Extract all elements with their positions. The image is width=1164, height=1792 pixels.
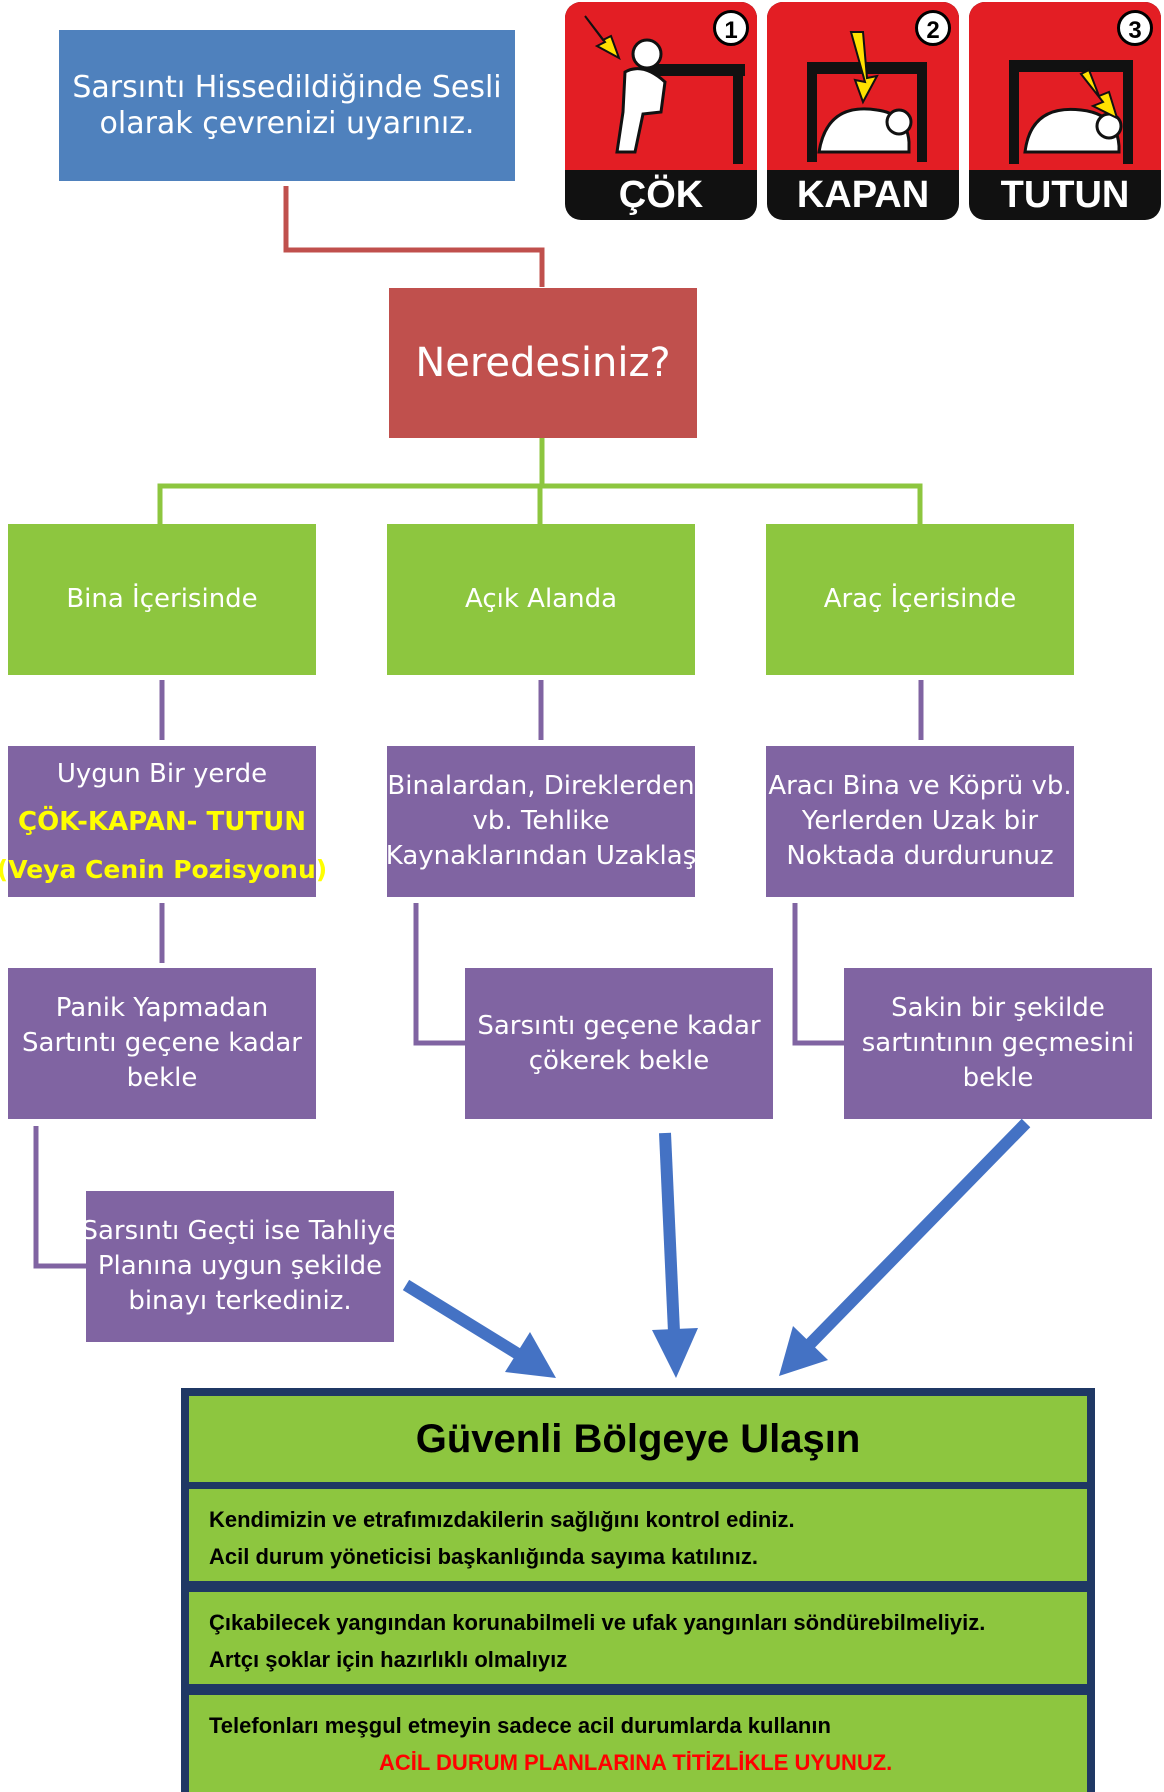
safe-zone-title: Güvenli Bölgeye Ulaşın (189, 1396, 1087, 1482)
vehicle-action-line-1: Aracı Bina ve Köprü vb. (768, 771, 1072, 801)
building-action-line-1: Uygun Bir yerde (56, 758, 268, 789)
step-number-1: 1 (713, 10, 749, 46)
vehicle-action-line-2: Yerlerden Uzak bir (801, 806, 1039, 836)
open-area-action-line-3: Kaynaklarından Uzaklaş (385, 841, 697, 871)
alert-box: Sarsıntı Hissedildiğinde Sesli olarak çe… (59, 30, 515, 181)
step-label-cover: KAPAN (796, 174, 930, 216)
question-text: Neredesiniz? (415, 340, 671, 386)
safe-row-2-line-1: Çıkabilecek yangından korunabilmeli ve u… (209, 1610, 986, 1635)
location-building: Bina İçerisinde (8, 524, 316, 675)
step-number-2: 2 (915, 10, 951, 46)
vehicle-wait-box: Sakin bir şekilde sartıntının geçmesini … (844, 968, 1152, 1119)
safe-row-1-line-2: Acil durum yöneticisi başkanlığında sayı… (209, 1544, 758, 1569)
vehicle-wait-line-2: sartıntının geçmesini (861, 1028, 1135, 1058)
step-tile-cover: 2 KAPAN (767, 2, 959, 220)
safe-zone-row-3: Telefonları meşgul etmeyin sadece acil d… (189, 1695, 1087, 1792)
open-area-wait-box: Sarsıntı geçene kadar çökerek bekle (465, 968, 773, 1119)
safe-row-3-line-1: Telefonları meşgul etmeyin sadece acil d… (209, 1713, 831, 1738)
arrow-evacuate-to-safe (402, 1279, 556, 1378)
evacuate-line-2: Planına uygun şekilde (97, 1251, 383, 1281)
connector-top-to-question (283, 186, 545, 287)
building-wait-line-2: Sartıntı geçene kadar (22, 1028, 302, 1058)
safe-zone-panel: Güvenli Bölgeye Ulaşın Kendimizin ve etr… (181, 1388, 1095, 1792)
connector-open-wait (413, 903, 465, 1046)
safe-row-1-line-1: Kendimizin ve etrafımızdakilerin sağlığı… (209, 1507, 795, 1532)
open-area-wait-line-2: çökerek bekle (528, 1045, 710, 1076)
vehicle-wait-line-1: Sakin bir şekilde (891, 993, 1105, 1023)
question-box: Neredesiniz? (389, 288, 697, 438)
step-label-drop: ÇÖK (618, 174, 704, 216)
building-action-line-3: (Veya Cenin Pozisyonu) (0, 854, 328, 884)
location-building-label: Bina İçerisinde (66, 583, 258, 614)
open-area-action-line-1: Binalardan, Direklerden (387, 771, 695, 801)
building-wait-line-3: bekle (126, 1063, 198, 1093)
evacuate-line-1: Sarsıntı Geçti ise Tahliye (81, 1216, 399, 1246)
open-area-action-line-2: vb. Tehlike (472, 806, 610, 836)
vehicle-action-line-3: Noktada durdurunuz (786, 841, 1054, 871)
connector-building-evacuate (33, 1126, 86, 1269)
location-open-area-label: Açık Alanda (464, 583, 618, 614)
alert-line-1: Sarsıntı Hissedildiğinde Sesli (72, 69, 502, 105)
arrow-vehicle-to-safe (779, 1118, 1031, 1376)
connector-vehicle-wait (792, 903, 844, 1046)
safe-zone-row-2: Çıkabilecek yangından korunabilmeli ve u… (189, 1592, 1087, 1684)
building-action-box: Uygun Bir yerde ÇÖK-KAPAN- TUTUN (Veya C… (0, 746, 327, 897)
location-vehicle-label: Araç İçerisinde (823, 583, 1017, 614)
building-wait-box: Panik Yapmadan Sartıntı geçene kadar bek… (8, 968, 316, 1119)
open-area-wait-line-1: Sarsıntı geçene kadar (477, 1010, 761, 1041)
vehicle-wait-line-3: bekle (962, 1063, 1034, 1093)
arrow-open-to-safe (652, 1132, 698, 1378)
step-tile-hold: 3 TUTUN (969, 2, 1161, 220)
vehicle-action-box: Aracı Bina ve Köprü vb. Yerlerden Uzak b… (766, 746, 1074, 897)
step-label-hold: TUTUN (1000, 174, 1130, 216)
open-area-action-box: Binalardan, Direklerden vb. Tehlike Kayn… (385, 746, 697, 897)
location-vehicle: Araç İçerisinde (766, 524, 1074, 675)
safe-row-2-line-2: Artçı şoklar için hazırlıklı olmalıyız (209, 1647, 568, 1672)
building-wait-line-1: Panik Yapmadan (55, 993, 269, 1023)
step-tile-drop: 1 ÇÖK (565, 2, 757, 220)
building-action-line-2: ÇÖK-KAPAN- TUTUN (18, 806, 306, 837)
safe-row-3-warning: ACİL DURUM PLANLARINA TİTİZLİKLE UYUNUZ. (379, 1750, 893, 1775)
safe-zone-row-1: Kendimizin ve etrafımızdakilerin sağlığı… (189, 1489, 1087, 1581)
building-evacuate-box: Sarsıntı Geçti ise Tahliye Planına uygun… (81, 1191, 399, 1342)
evacuate-line-3: binayı terkediniz. (128, 1286, 352, 1316)
alert-line-2: olarak çevrenizi uyarınız. (99, 105, 475, 141)
step-number-3: 3 (1117, 10, 1153, 46)
location-open-area: Açık Alanda (387, 524, 695, 675)
